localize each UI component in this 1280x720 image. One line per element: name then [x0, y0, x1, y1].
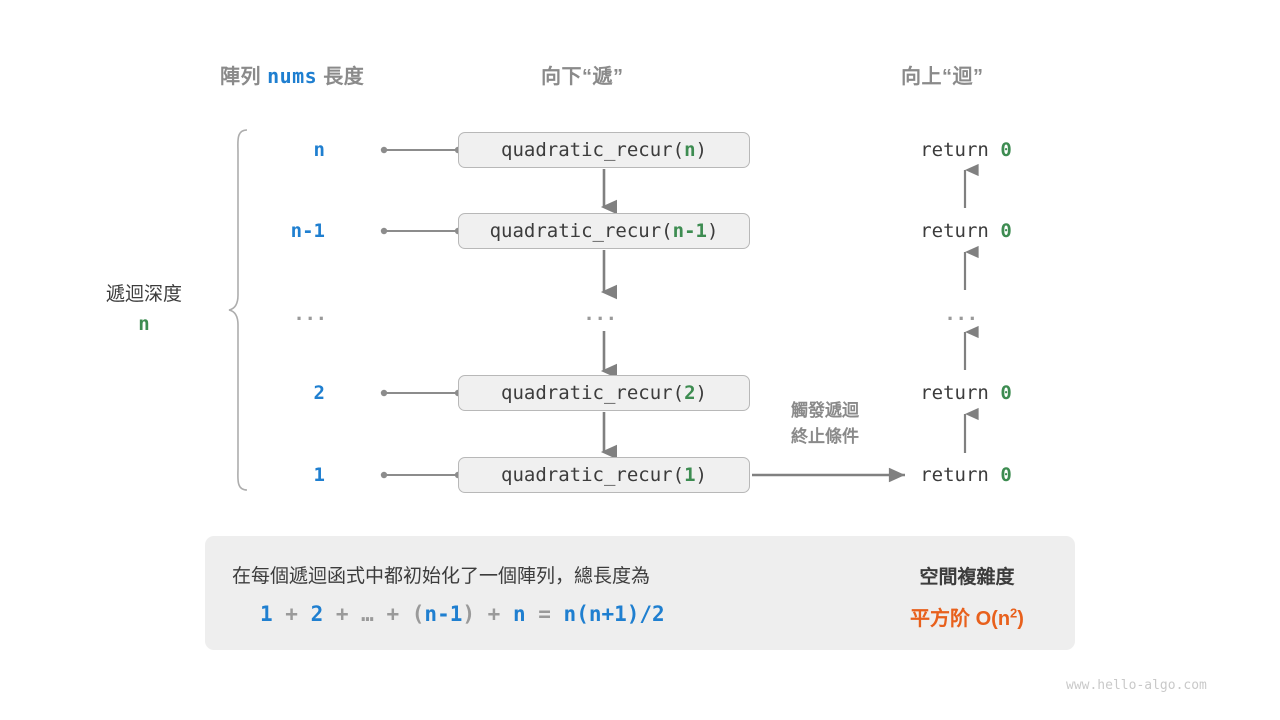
- return-row-1-keyword: return: [920, 139, 1001, 161]
- call-chain-ellipsis: ...: [586, 300, 620, 325]
- array-size-ellipsis: ...: [296, 300, 330, 325]
- formula-token-4: (: [411, 602, 425, 626]
- return-row-2-value: 0: [1000, 220, 1012, 242]
- complexity-value: 平方阶 O(n2): [877, 602, 1057, 631]
- call-box-row-4-prefix: quadratic_recur(: [501, 382, 685, 404]
- complexity-value-exponent: 2: [1010, 605, 1018, 621]
- row-connectors: [380, 146, 462, 479]
- formula-token-10: n(n+1)/2: [563, 602, 665, 626]
- formula-token-5: n-1: [424, 602, 463, 626]
- header-descend: 向下“遞”: [541, 66, 624, 88]
- call-box-row-5[interactable]: quadratic_recur(1): [458, 457, 750, 493]
- call-box-row-2-arg: n-1: [672, 220, 707, 242]
- formula-token-0: 1: [260, 602, 273, 626]
- formula-token-6: ): [462, 602, 476, 626]
- summary-formula: 1 + 2 + … + (n-1) + n = n(n+1)/2: [260, 602, 665, 626]
- call-box-row-4-arg: 2: [684, 382, 696, 404]
- formula-token-9: =: [525, 602, 564, 626]
- call-box-row-2-prefix: quadratic_recur(: [489, 220, 673, 242]
- return-row-5: return 0: [880, 464, 1052, 486]
- base-case-note: 觸發遞迴 終止條件: [760, 398, 890, 451]
- formula-token-1: +: [272, 602, 311, 626]
- return-row-2-keyword: return: [920, 220, 1001, 242]
- formula-token-3: + … +: [323, 602, 412, 626]
- call-box-row-1-prefix: quadratic_recur(: [501, 139, 685, 161]
- call-box-row-2[interactable]: quadratic_recur(n-1): [458, 213, 750, 249]
- summary-panel: 在每個遞迴函式中都初始化了一個陣列，總長度為 1 + 2 + … + (n-1)…: [205, 536, 1075, 650]
- array-size-row-1: n: [313, 139, 325, 161]
- call-box-row-5-arg: 1: [684, 464, 696, 486]
- return-row-4: return 0: [880, 382, 1052, 404]
- depth-brace: [228, 129, 248, 491]
- header-array-code: nums: [267, 64, 318, 88]
- call-box-row-1-arg: n: [684, 139, 696, 161]
- formula-token-7: +: [475, 602, 513, 626]
- return-row-5-keyword: return: [920, 464, 1001, 486]
- return-row-5-value: 0: [1000, 464, 1012, 486]
- array-size-row-2: n-1: [290, 220, 325, 242]
- header-array-prefix: 陣列: [220, 66, 261, 88]
- complexity-value-base: 平方阶 O(n: [910, 608, 1011, 630]
- return-row-1: return 0: [880, 139, 1052, 161]
- formula-token-2: 2: [310, 602, 324, 626]
- watermark: www.hello-algo.com: [1066, 678, 1207, 693]
- base-case-note-line2: 終止條件: [791, 427, 859, 447]
- summary-description: 在每個遞迴函式中都初始化了一個陣列，總長度為: [232, 566, 651, 587]
- array-size-row-5: 1: [313, 464, 325, 486]
- return-row-4-value: 0: [1000, 382, 1012, 404]
- call-box-row-4[interactable]: quadratic_recur(2): [458, 375, 750, 411]
- call-box-row-2-suffix: ): [706, 220, 719, 242]
- complexity-title: 空間複雜度: [919, 567, 1015, 588]
- recursion-depth-title: 遞迴深度: [105, 284, 182, 305]
- call-box-row-4-suffix: ): [695, 382, 707, 404]
- recursion-depth-value: n: [138, 312, 150, 335]
- return-row-2: return 0: [880, 220, 1052, 242]
- formula-token-8: n: [512, 602, 526, 626]
- header-array-suffix: 長度: [323, 66, 365, 88]
- header-ascend: 向上“迴”: [901, 66, 984, 88]
- return-row-1-value: 0: [1000, 139, 1012, 161]
- call-box-row-1[interactable]: quadratic_recur(n): [458, 132, 750, 168]
- call-box-row-5-suffix: ): [695, 464, 707, 486]
- base-case-note-line1: 觸發遞迴: [791, 401, 859, 420]
- return-row-4-keyword: return: [920, 382, 1001, 404]
- complexity-value-tail: ): [1017, 608, 1024, 630]
- recursion-depth-label: 遞迴深度 n: [74, 281, 214, 338]
- return-chain-ellipsis: ...: [947, 300, 981, 325]
- call-box-row-5-prefix: quadratic_recur(: [501, 464, 685, 486]
- array-size-row-4: 2: [313, 382, 325, 404]
- header-array-length: 陣列 nums 長度: [220, 60, 364, 89]
- call-box-row-1-suffix: ): [695, 139, 707, 161]
